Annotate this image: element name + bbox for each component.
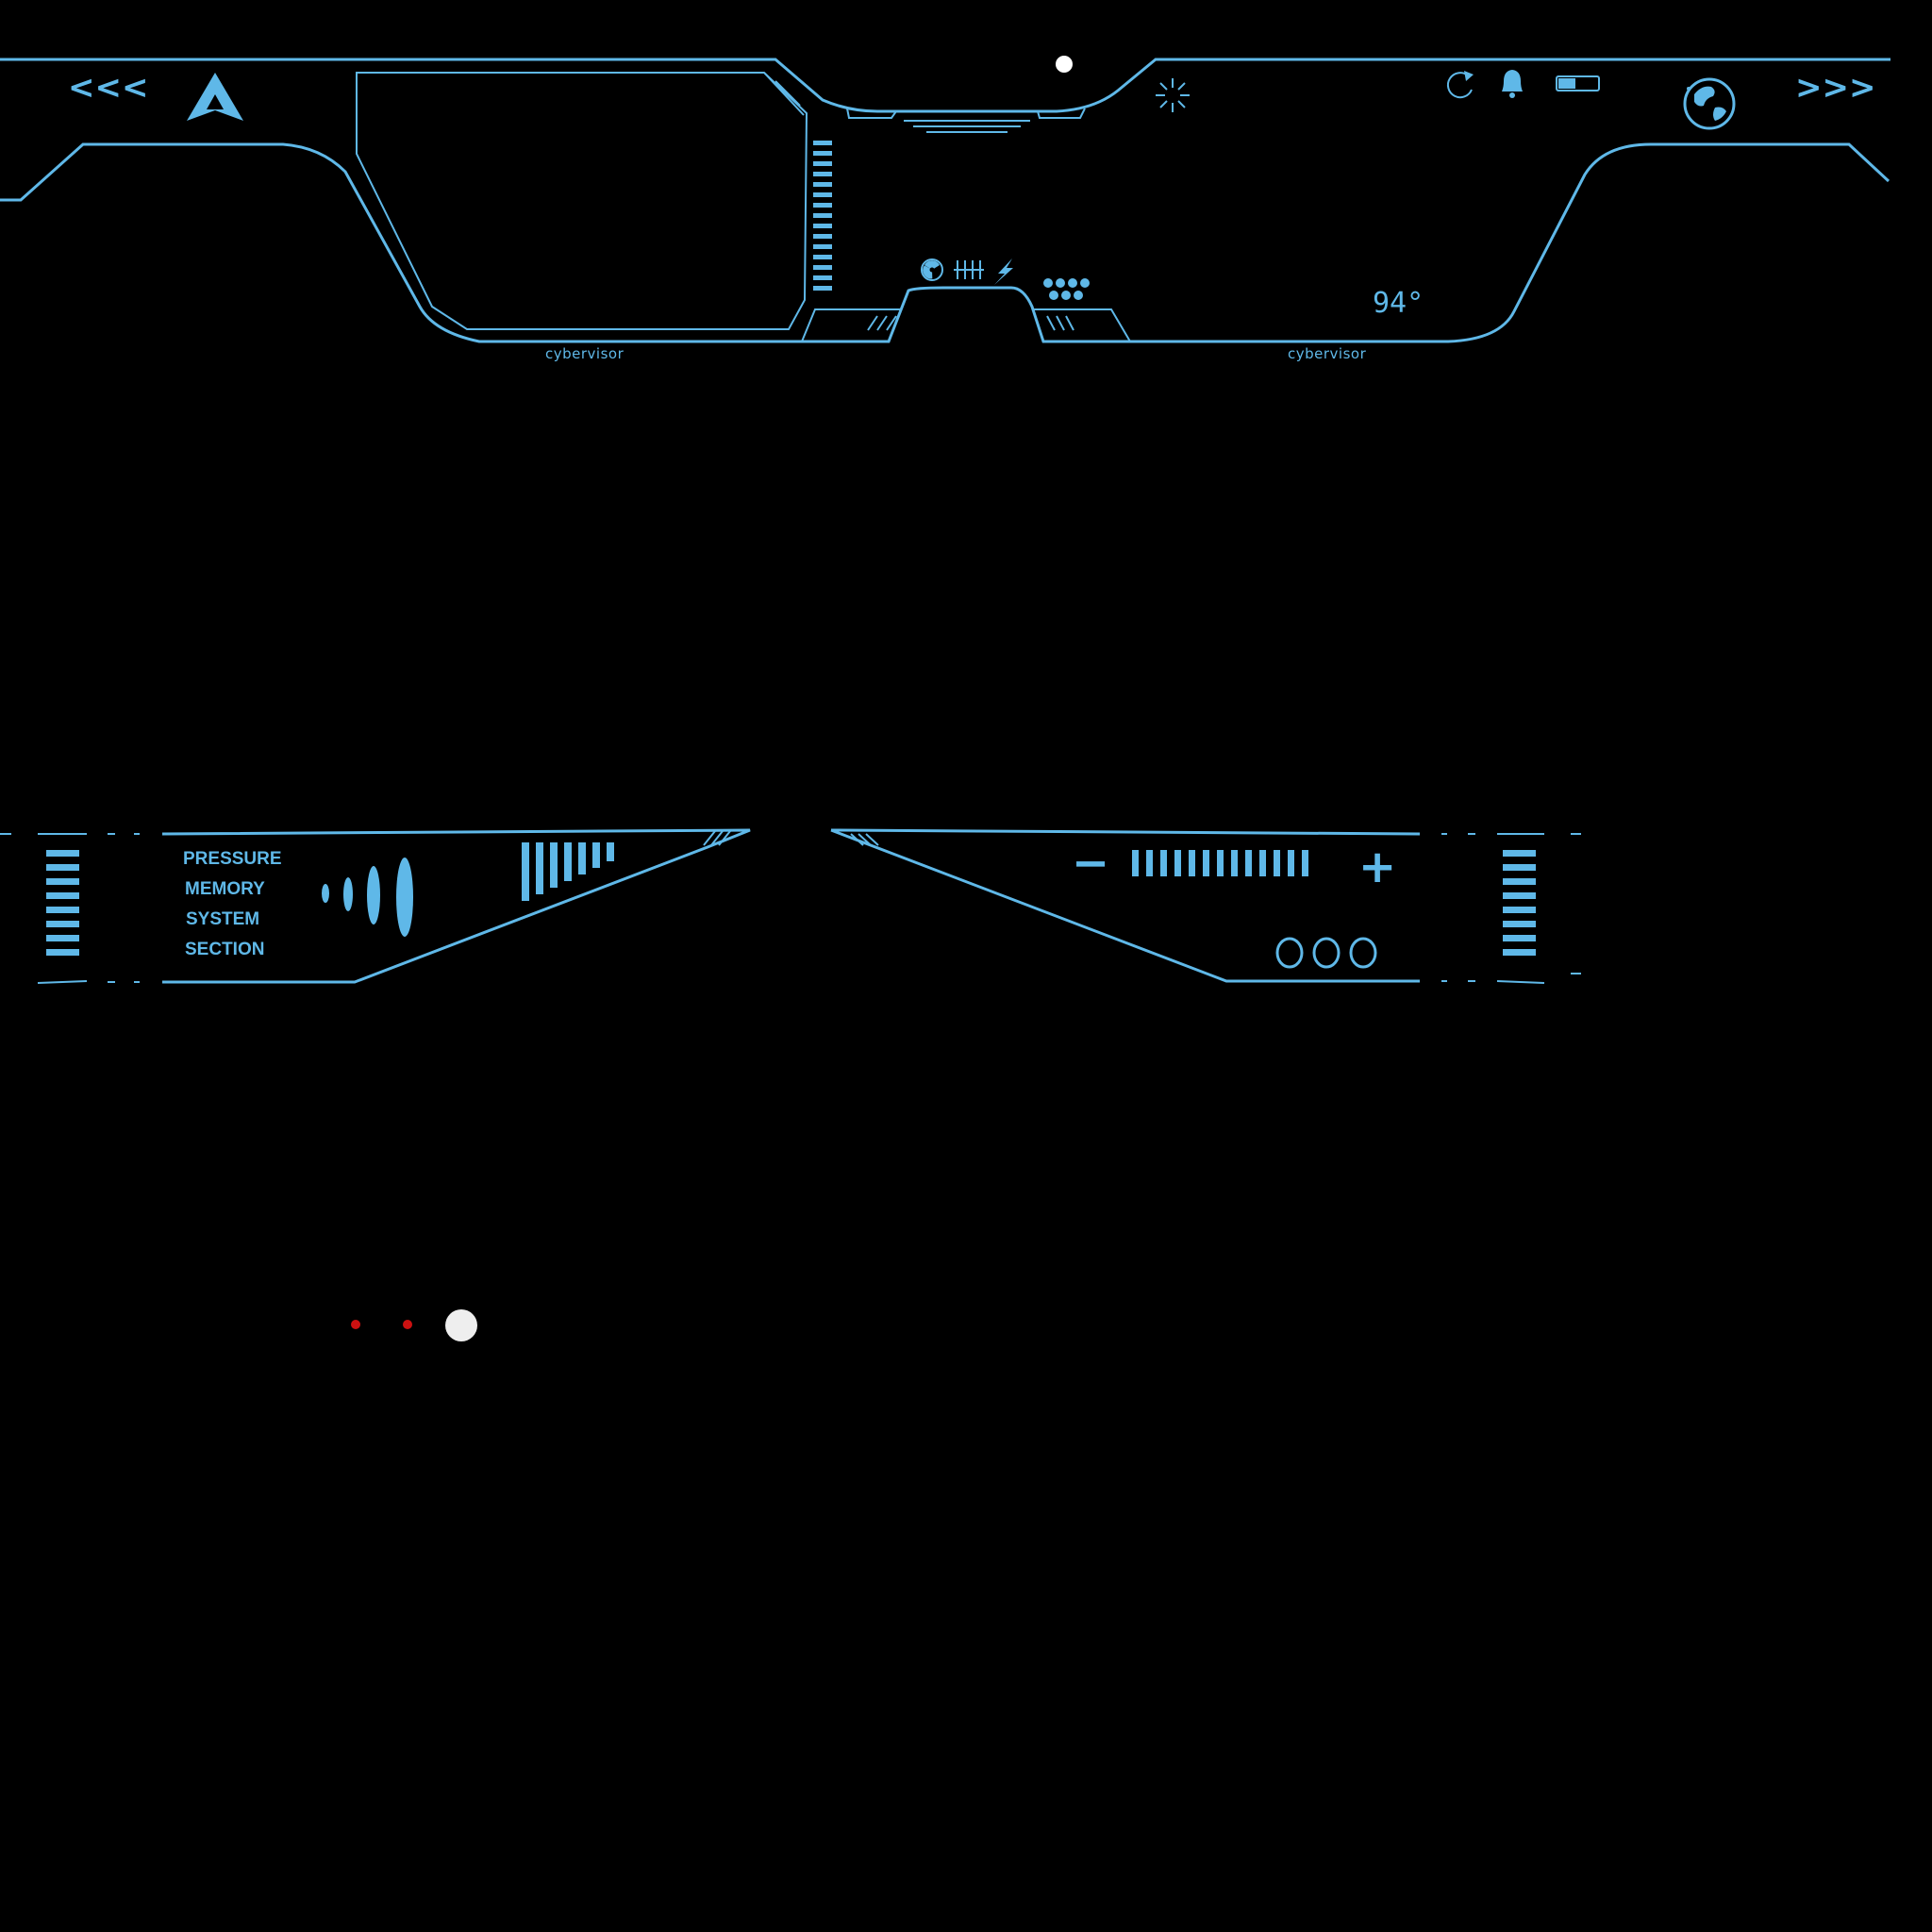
- globe-icon[interactable]: [1683, 77, 1736, 130]
- bell-icon[interactable]: [1502, 70, 1523, 98]
- panel-tick: [46, 949, 79, 956]
- slider-tick: [1132, 850, 1139, 876]
- slider-tick: [1189, 850, 1195, 876]
- refresh-icon[interactable]: [1446, 71, 1474, 99]
- lens-tick: [813, 203, 832, 208]
- pagination-dot: [403, 1320, 412, 1329]
- signal-wave-icon: [322, 858, 413, 937]
- lens-tick: [813, 255, 832, 259]
- lens-scale-ticks: [813, 141, 832, 291]
- left-panel-ticks: [46, 850, 79, 956]
- lens-tick: [813, 224, 832, 228]
- slider-tick: [1146, 850, 1153, 876]
- panel-tick: [46, 850, 79, 857]
- lens-tick: [813, 172, 832, 176]
- lens-tick: [813, 192, 832, 197]
- lens-tick: [813, 234, 832, 239]
- panel-tick: [46, 921, 79, 927]
- increase-button[interactable]: +: [1358, 841, 1396, 893]
- lens-tick: [813, 161, 832, 166]
- level-bars-left: [522, 842, 614, 901]
- signal-dot: [1074, 291, 1083, 300]
- spinner-icon[interactable]: [1156, 78, 1190, 112]
- signal-dot: [1080, 278, 1090, 288]
- level-bar: [522, 842, 529, 901]
- pagination-dot: [351, 1320, 360, 1329]
- panel-tick: [46, 864, 79, 871]
- lens-tick: [813, 182, 832, 187]
- slider-tick: [1288, 850, 1294, 876]
- panel-tick: [46, 892, 79, 899]
- level-bar: [578, 842, 586, 874]
- pagination-dot-active: [445, 1309, 477, 1341]
- lens-tick: [813, 286, 832, 291]
- slider-tick: [1174, 850, 1181, 876]
- panel-tick: [1503, 864, 1536, 871]
- signal-dots: [1043, 278, 1090, 300]
- level-slider[interactable]: [1132, 850, 1308, 876]
- panel-tick: [1503, 935, 1536, 941]
- panel-tick: [1503, 921, 1536, 927]
- right-panel-ticks: [1503, 850, 1536, 956]
- slider-tick: [1203, 850, 1209, 876]
- level-bar: [550, 842, 558, 888]
- label-memory: MEMORY: [185, 879, 265, 899]
- brand-label-left: cybervisor: [545, 345, 625, 362]
- panel-tick: [46, 907, 79, 913]
- lens-tick: [813, 151, 832, 156]
- equalizer-icon: [954, 260, 984, 279]
- lens-tick: [813, 275, 832, 280]
- battery-icon: [1556, 75, 1600, 92]
- triangle-logo-icon: [187, 73, 243, 121]
- signal-dot: [1043, 278, 1053, 288]
- lightning-icon: [994, 258, 1013, 285]
- panel-tick: [46, 935, 79, 941]
- lens-tick: [813, 141, 832, 145]
- pagination: [351, 1309, 477, 1341]
- level-bar: [536, 842, 543, 894]
- signal-dot: [1068, 278, 1077, 288]
- visor-frame: [0, 58, 1890, 343]
- panel-tick: [1503, 892, 1536, 899]
- nav-forward-button[interactable]: >>>: [1795, 69, 1875, 107]
- panel-tick: [1503, 878, 1536, 885]
- slider-tick: [1245, 850, 1252, 876]
- decrease-button[interactable]: −: [1072, 837, 1109, 890]
- slider-tick: [1274, 850, 1280, 876]
- slider-tick: [1302, 850, 1308, 876]
- radiation-icon: [921, 258, 943, 281]
- slider-tick: [1259, 850, 1266, 876]
- level-bar: [564, 842, 572, 881]
- signal-dot: [1056, 278, 1065, 288]
- nav-back-button[interactable]: <<<: [68, 69, 148, 107]
- panel-tick: [1503, 907, 1536, 913]
- slider-tick: [1217, 850, 1224, 876]
- label-system: SYSTEM: [186, 909, 259, 929]
- lens-tick: [813, 213, 832, 218]
- left-data-panel: [0, 828, 751, 984]
- signal-dot: [1061, 291, 1071, 300]
- panel-tick: [1503, 949, 1536, 956]
- right-data-panel: [830, 828, 1581, 984]
- status-indicator-dot: [1056, 56, 1073, 73]
- slider-tick: [1231, 850, 1238, 876]
- brand-label-right: cybervisor: [1288, 345, 1367, 362]
- signal-dot: [1049, 291, 1058, 300]
- level-bar: [607, 842, 614, 861]
- level-bar: [592, 842, 600, 868]
- label-section: SECTION: [185, 940, 264, 959]
- lens-tick: [813, 244, 832, 249]
- left-panel-labels: PRESSURE MEMORY SYSTEM SECTION: [183, 849, 282, 959]
- panel-tick: [1503, 850, 1536, 857]
- panel-tick: [46, 878, 79, 885]
- label-pressure: PRESSURE: [183, 849, 282, 869]
- slider-tick: [1160, 850, 1167, 876]
- lens-tick: [813, 265, 832, 270]
- temperature-readout: 94°: [1373, 287, 1424, 320]
- rings-icon: [1275, 937, 1377, 969]
